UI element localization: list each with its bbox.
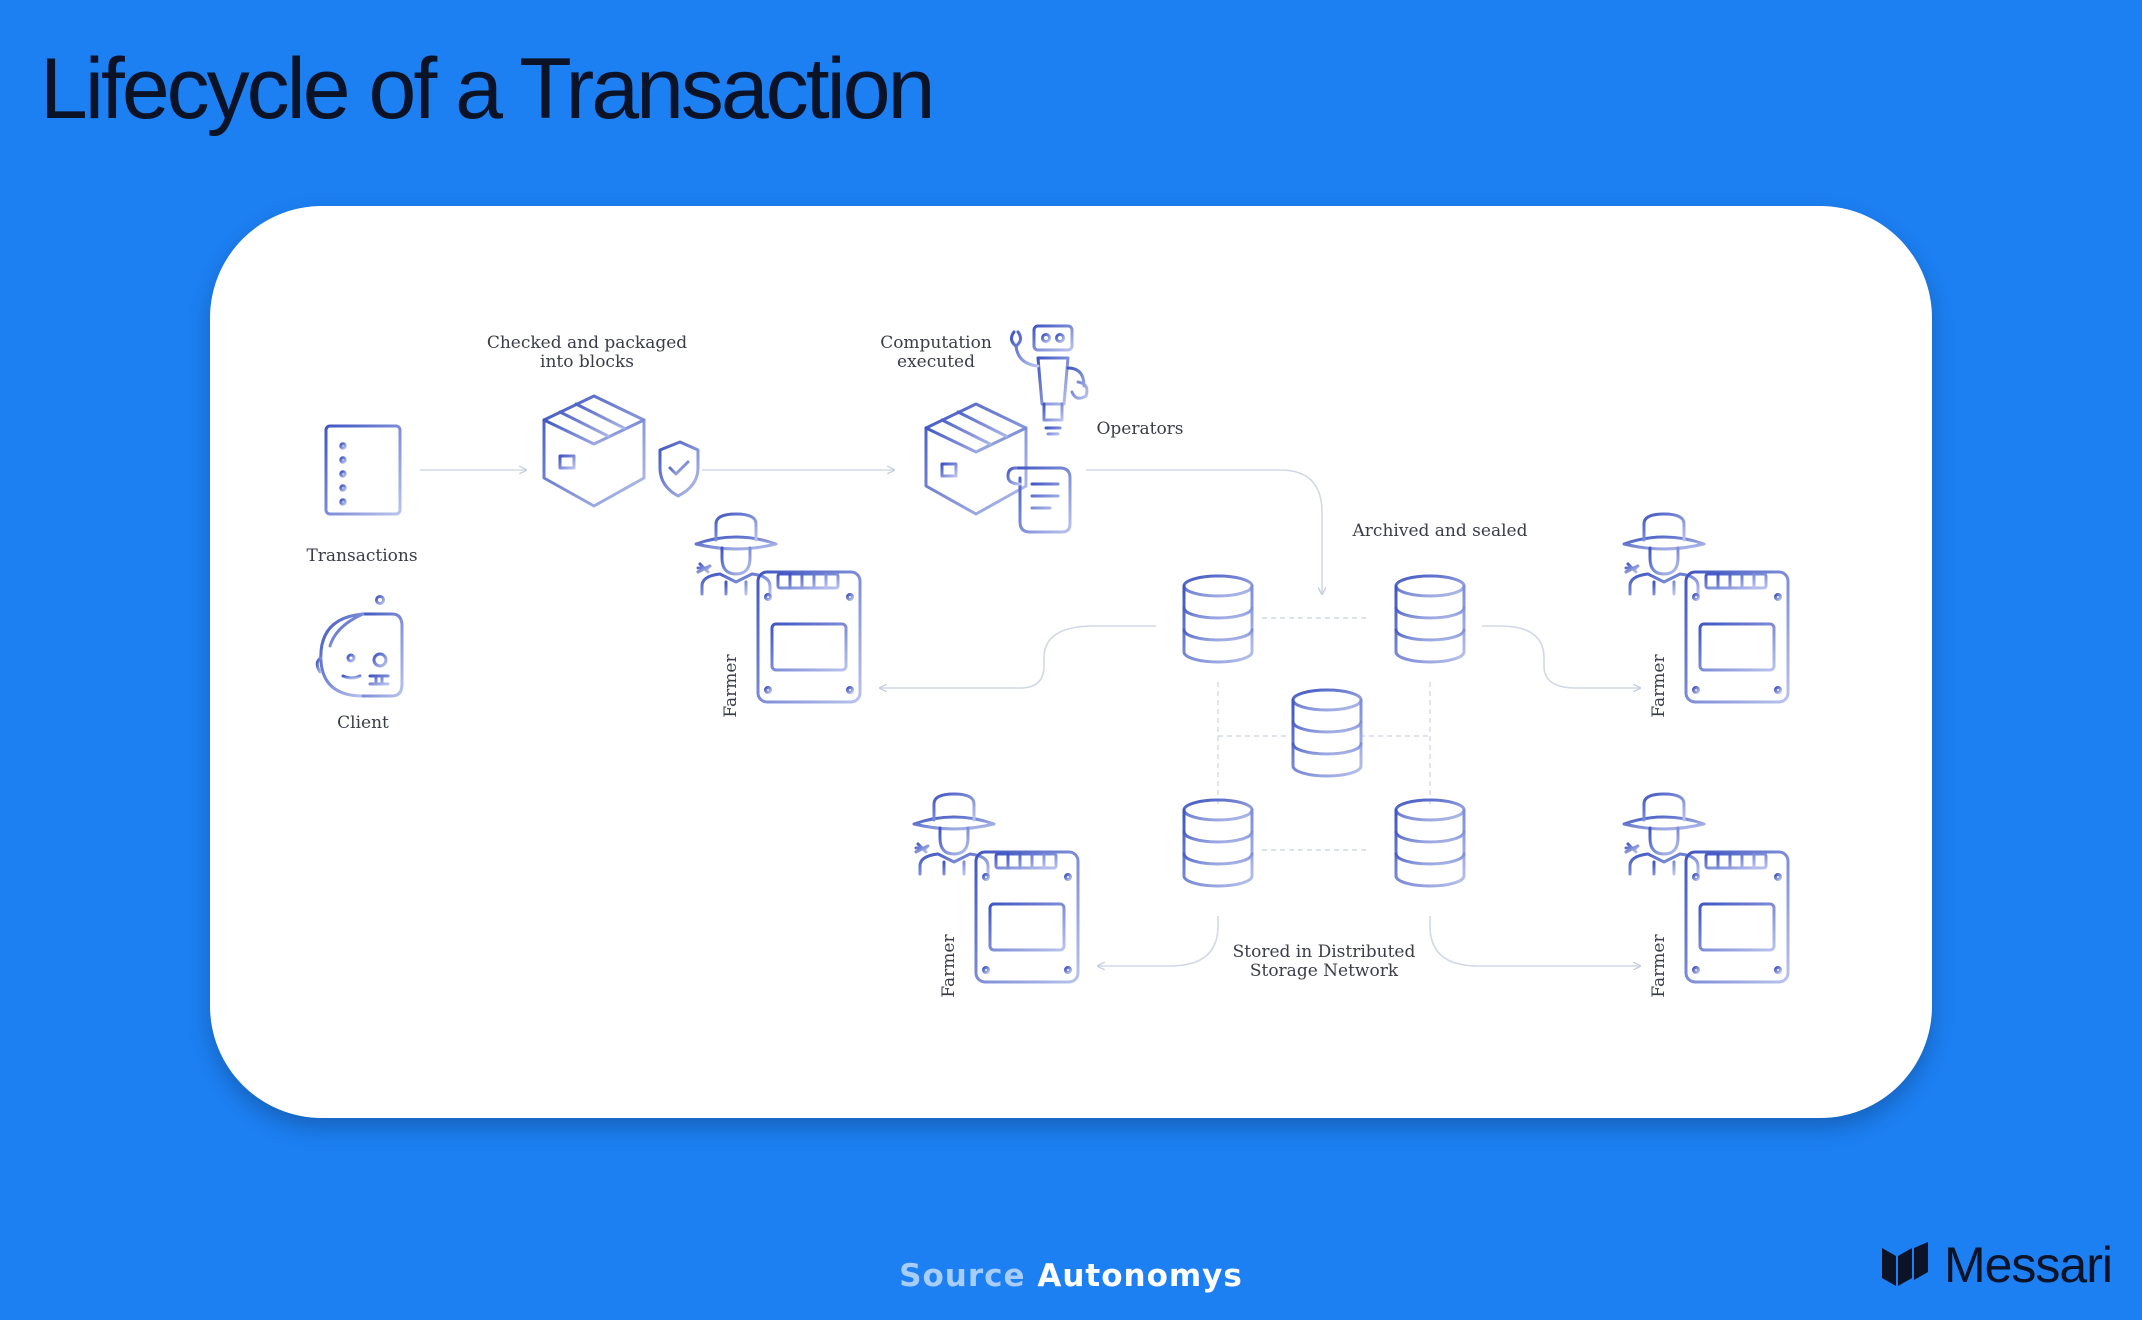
source-credit: Source Autonomys xyxy=(0,1258,2142,1294)
page-title: Lifecycle of a Transaction xyxy=(40,41,935,137)
document-icon xyxy=(324,424,402,516)
label-farmer: Farmer xyxy=(721,654,741,718)
arrow-computation-to-archive xyxy=(1086,469,1322,594)
label-computation-line1: Computation xyxy=(880,333,992,353)
label-stored-line2: Storage Network xyxy=(1250,961,1399,981)
robot-icon xyxy=(1009,324,1089,436)
storage-drive-icon xyxy=(1684,850,1790,984)
label-transactions: Transactions xyxy=(306,546,417,566)
client-icon xyxy=(315,595,409,698)
label-stored-line1: Stored in Distributed xyxy=(1233,942,1416,962)
label-checked-line2: into blocks xyxy=(540,352,634,372)
storage-drive-icon xyxy=(974,850,1080,984)
arrow-to-farmer-lower-right xyxy=(1429,916,1640,966)
database-icon xyxy=(1291,688,1363,778)
database-icon xyxy=(1182,798,1254,888)
label-farmer: Farmer xyxy=(1649,654,1669,718)
arrow-to-farmer-upper-right xyxy=(1482,625,1640,688)
shield-box-icon xyxy=(542,394,700,508)
label-operators: Operators xyxy=(1096,419,1183,439)
diagram-card: Transactions Client Checked and packaged… xyxy=(210,206,1932,1118)
lifecycle-diagram: Transactions Client Checked and packaged… xyxy=(306,324,1790,998)
storage-drive-icon xyxy=(1684,570,1790,704)
database-icon xyxy=(1182,574,1254,664)
farmer-icon xyxy=(912,792,996,876)
label-farmer: Farmer xyxy=(939,934,959,998)
storage-drive-icon xyxy=(756,570,862,704)
label-farmer: Farmer xyxy=(1649,934,1669,998)
brand-name: Messari xyxy=(1943,1237,2113,1293)
source-key: Source xyxy=(899,1258,1026,1294)
database-icon xyxy=(1394,798,1466,888)
messari-logo xyxy=(1881,1242,1928,1286)
farmer-icon xyxy=(694,512,778,596)
brand: Messari xyxy=(1880,1236,2113,1294)
farmer-icon xyxy=(1622,792,1706,876)
database-icon xyxy=(1394,574,1466,664)
label-computation-line2: executed xyxy=(897,352,975,372)
label-checked-line1: Checked and packaged xyxy=(487,333,687,353)
arrow-to-farmer-upper-left xyxy=(880,625,1156,688)
farmer-icon xyxy=(1622,512,1706,596)
network-mesh xyxy=(1217,617,1431,851)
arrow-to-farmer-lower-left xyxy=(1098,916,1219,966)
label-archived: Archived and sealed xyxy=(1352,521,1528,541)
scroll-box-icon xyxy=(924,402,1072,534)
label-client: Client xyxy=(337,713,389,733)
source-value: Autonomys xyxy=(1037,1258,1243,1294)
